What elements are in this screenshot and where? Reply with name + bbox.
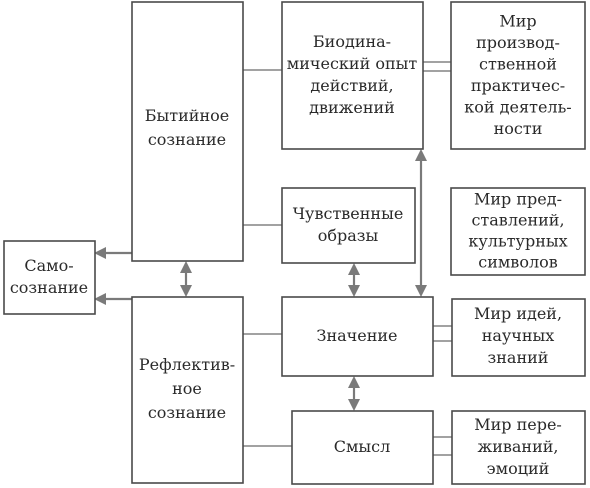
label-line: ное [172, 379, 202, 398]
label-line: живаний, [477, 437, 558, 456]
bidirectional-arrows [180, 149, 427, 411]
boxes [3, 1, 586, 485]
label-line: Мир пере- [474, 415, 562, 434]
label-world-production: Мир производ-ственной практичес-кой деятел… [464, 11, 571, 138]
label-line: сознание [148, 130, 226, 149]
label-self-consciousness: Само-сознание [10, 256, 88, 297]
label-line: Само- [24, 256, 73, 275]
box-reflective-consciousness [131, 296, 244, 484]
arrowhead-being-reflective-down [180, 285, 192, 297]
labels: Само-сознание Бытийное сознание Рефлектив… [10, 11, 572, 478]
label-being-consciousness: Бытийное сознание [145, 106, 229, 149]
label-line: ственной [479, 54, 557, 73]
arrowhead-meaning-sense-up [348, 376, 360, 388]
label-line: движений [309, 98, 395, 117]
label-line: Чувственные [293, 204, 404, 223]
box-biodynamic-experience [281, 1, 424, 150]
label-line: кой деятель- [464, 97, 571, 116]
label-line: Биодина- [313, 32, 391, 51]
label-line: сознание [148, 403, 226, 422]
label-line: Мир [499, 11, 536, 30]
label-line: ности [494, 119, 543, 138]
label-line: Бытийное [145, 106, 229, 125]
label-line: мический опыт [287, 54, 418, 73]
label-world-ideas: Мир идей, научных знаний [474, 304, 562, 367]
box-world-representations [450, 187, 586, 276]
arrowhead-sensory-meaning-up [348, 263, 360, 275]
label-line: культурных [468, 232, 567, 251]
label-line: символов [478, 253, 558, 272]
arrowhead-reflective-to-self [94, 293, 106, 305]
label-biodynamic-experience: Биодина-мический опыт действий, движений [287, 32, 418, 117]
label-line: производ- [476, 33, 560, 52]
label-line: образы [318, 226, 379, 245]
connectors [243, 61, 452, 456]
label-line: научных [482, 326, 555, 345]
label-line: Смысл [334, 437, 391, 456]
label-line: ставлений, [471, 211, 564, 230]
box-self-consciousness [3, 240, 96, 315]
arrowhead-biodynamic-meaning-down [415, 285, 427, 297]
label-line: знаний [488, 348, 549, 367]
arrowhead-being-to-self [94, 247, 106, 259]
box-world-experiences [451, 410, 586, 485]
label-line: Значение [316, 326, 397, 345]
label-line: сознание [10, 278, 88, 297]
label-world-representations: Мир пред-ставлений, культурных символов [468, 190, 567, 272]
arrowhead-being-reflective-up [180, 261, 192, 273]
label-line: практичес- [471, 76, 565, 95]
arrowhead-biodynamic-meaning-up [415, 149, 427, 161]
label-line: Мир идей, [474, 304, 562, 323]
box-world-production [450, 1, 586, 150]
label-line: эмоций [487, 459, 550, 478]
label-line: Мир пред- [474, 190, 562, 209]
arrowhead-sensory-meaning-down [348, 285, 360, 297]
label-line: действий, [310, 76, 393, 95]
label-sensory-images: Чувственные образы [293, 204, 404, 245]
box-being-consciousness [131, 1, 244, 262]
label-line: Рефлектив- [139, 355, 235, 374]
label-sense: Смысл [334, 437, 391, 456]
arrowhead-meaning-sense-down [348, 399, 360, 411]
box-world-ideas [451, 298, 586, 377]
label-meaning: Значение [316, 326, 397, 345]
box-meaning [281, 296, 434, 377]
arrows-to-self-consciousness [94, 247, 132, 305]
box-sensory-images [281, 187, 416, 264]
label-reflective-consciousness: Рефлектив-ное сознание [139, 355, 235, 422]
box-sense [291, 410, 434, 485]
label-world-experiences: Мир пере-живаний, эмоций [474, 415, 562, 478]
